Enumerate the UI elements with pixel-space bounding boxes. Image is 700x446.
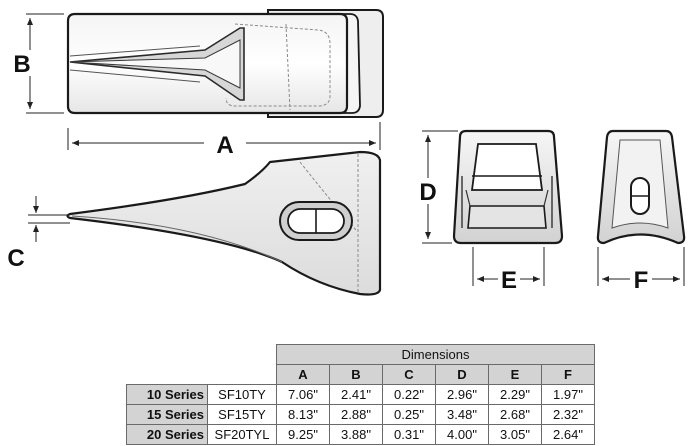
series-name: 20 Series bbox=[126, 424, 208, 445]
dimension-value: 3.88" bbox=[329, 424, 383, 445]
dimension-value: 2.29" bbox=[488, 384, 542, 405]
column-header: E bbox=[488, 364, 542, 385]
column-header: C bbox=[382, 364, 436, 385]
dim-label-f: F bbox=[634, 267, 649, 294]
dimension-value: 0.25" bbox=[382, 404, 436, 425]
column-header: B bbox=[329, 364, 383, 385]
dimension-value: 8.13" bbox=[276, 404, 330, 425]
dimension-value: 1.97" bbox=[541, 384, 595, 405]
dimension-value: 2.64" bbox=[541, 424, 595, 445]
dimension-value: 0.22" bbox=[382, 384, 436, 405]
part-number: SF20TYL bbox=[207, 424, 277, 445]
dimension-value: 3.48" bbox=[435, 404, 489, 425]
table-row: 20 Series SF20TYL 9.25" 3.88" 0.31" 4.00… bbox=[126, 424, 595, 445]
series-name: 10 Series bbox=[126, 384, 208, 405]
table-row: 15 Series SF15TY 8.13" 2.88" 0.25" 3.48"… bbox=[126, 404, 595, 425]
dimension-value: 3.05" bbox=[488, 424, 542, 445]
pin-slot-side bbox=[279, 201, 353, 241]
dimension-value: 2.88" bbox=[329, 404, 383, 425]
pin-slot-rear bbox=[630, 177, 650, 215]
dimension-value: 7.06" bbox=[276, 384, 330, 405]
dimension-value: 2.96" bbox=[435, 384, 489, 405]
dim-label-e: E bbox=[501, 267, 517, 294]
dimension-value: 2.32" bbox=[541, 404, 595, 425]
table-title-row: Dimensions bbox=[127, 344, 595, 365]
part-number: SF15TY bbox=[207, 404, 277, 425]
end-view-front bbox=[452, 129, 564, 245]
table-header-row: A B C D E F bbox=[127, 364, 595, 385]
dim-label-c: C bbox=[7, 245, 24, 272]
dim-label-a: A bbox=[216, 132, 233, 159]
series-name: 15 Series bbox=[126, 404, 208, 425]
column-header: A bbox=[276, 364, 330, 385]
column-header: F bbox=[541, 364, 595, 385]
end-view-rear bbox=[596, 129, 686, 245]
bucket-tooth-drawing: A B C D E F bbox=[7, 9, 686, 296]
dimension-value: 2.41" bbox=[329, 384, 383, 405]
dimensions-table: Dimensions A B C D E F 10 Series SF10TY … bbox=[126, 344, 595, 445]
dimension-value: 4.00" bbox=[435, 424, 489, 445]
top-view bbox=[66, 9, 384, 118]
dim-label-b: B bbox=[13, 51, 30, 78]
dimension-value: 9.25" bbox=[276, 424, 330, 445]
dimension-value: 2.68" bbox=[488, 404, 542, 425]
table-title: Dimensions bbox=[276, 344, 595, 365]
side-view bbox=[66, 150, 382, 296]
table-row: 10 Series SF10TY 7.06" 2.41" 0.22" 2.96"… bbox=[126, 384, 595, 405]
part-number: SF10TY bbox=[207, 384, 277, 405]
column-header: D bbox=[435, 364, 489, 385]
dimension-value: 0.31" bbox=[382, 424, 436, 445]
dim-label-d: D bbox=[419, 179, 436, 206]
